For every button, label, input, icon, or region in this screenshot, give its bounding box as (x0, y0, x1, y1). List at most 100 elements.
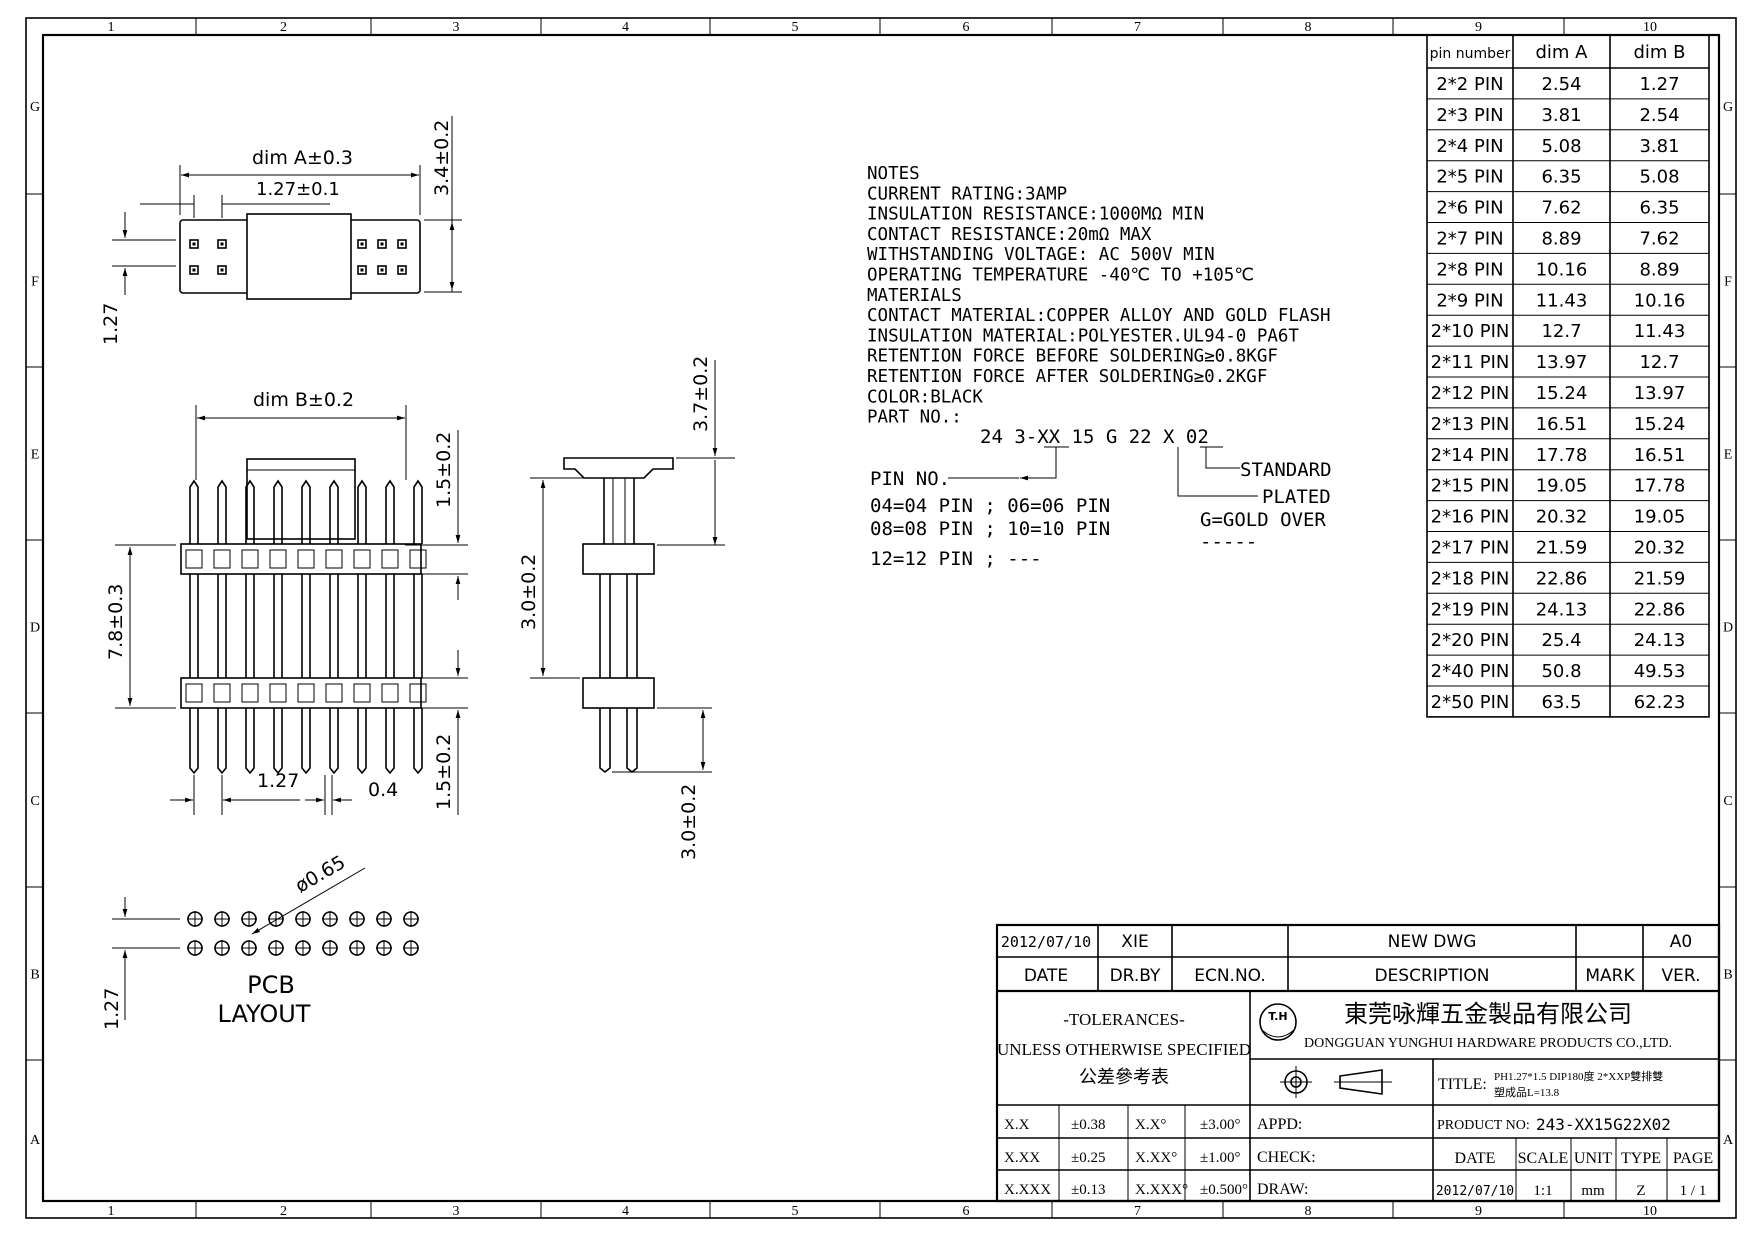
pcb-layout: 1.27 ø0.65 PCB LAYOUT (101, 851, 419, 1030)
side-bottom-height-label: 3.0±0.2 (678, 784, 700, 860)
dim-table-cell: 20.32 (1536, 507, 1588, 528)
tolerance-cell: ±0.500° (1200, 1182, 1248, 1198)
dim-table-cell: 8.89 (1639, 259, 1679, 280)
dim-table-cell: 2*5 PIN (1436, 167, 1503, 188)
frame-col-label-bottom: 1 (108, 1204, 115, 1219)
dim-table-cell: 5.08 (1541, 136, 1581, 157)
top-row-pitch-label: 1.27 (100, 303, 122, 345)
note-line: NOTES (867, 164, 920, 184)
dim-table-cell: 12.7 (1639, 352, 1679, 373)
dim-table-header: dim B (1633, 42, 1685, 63)
frame-row-label-left: C (30, 794, 39, 809)
dim-table-cell: 2*19 PIN (1431, 599, 1510, 620)
frame-col-label-top: 1 (108, 20, 115, 35)
dim-table-cell: 62.23 (1634, 692, 1686, 713)
pin-option-3: 12=12 PIN ; --- (870, 548, 1042, 570)
dim-table-header: dim A (1536, 42, 1589, 63)
top-pitch-label: 1.27±0.1 (256, 179, 340, 200)
footer-date-value: 2012/07/10 (1436, 1184, 1514, 1199)
dim-table-cell: 3.81 (1639, 136, 1679, 157)
part-code: 24 3-XX 15 G 22 X 02 (980, 426, 1209, 448)
dim-table-cell: 2*15 PIN (1431, 476, 1510, 497)
dim-table-cell: 2*13 PIN (1431, 414, 1510, 435)
appd-label: APPD: (1257, 1116, 1302, 1133)
title-label: TITLE: (1438, 1076, 1487, 1093)
product-no: 243-XX15G22X02 (1536, 1115, 1671, 1134)
pcb-title-1: PCB (247, 971, 295, 999)
dim-table-cell: 15.24 (1634, 414, 1686, 435)
note-line: CURRENT RATING:3AMP (867, 184, 1067, 204)
dim-table-cell: 1.27 (1639, 74, 1679, 95)
header-date: DATE (1024, 966, 1068, 986)
tolerances-subtitle: UNLESS OTHERWISE SPECIFIED (997, 1040, 1251, 1059)
dim-table-cell: 11.43 (1634, 321, 1686, 342)
frame-col-label-bottom: 7 (1134, 1204, 1141, 1219)
frame-row-label-left: D (30, 621, 40, 636)
frame-row-label-left: G (30, 100, 40, 115)
dim-table-cell: 2*18 PIN (1431, 568, 1510, 589)
note-line: INSULATION MATERIAL:POLYESTER.UL94-0 PA6… (867, 326, 1299, 346)
dim-table-cell: 10.16 (1536, 259, 1588, 280)
bottom-pitch-label: 1.27 (257, 770, 299, 792)
dim-table-header: pin number (1430, 46, 1511, 62)
product-no-label: PRODUCT NO: (1437, 1118, 1530, 1133)
footer-type-label: TYPE (1621, 1150, 1661, 1167)
frame-col-label-bottom: 4 (622, 1204, 629, 1219)
frame-col-label-bottom: 10 (1643, 1204, 1657, 1219)
frame-col-label-bottom: 2 (280, 1204, 287, 1219)
frame-col-label-bottom: 5 (792, 1204, 799, 1219)
footer-unit-value: mm (1581, 1183, 1605, 1199)
body-spacing-label: 7.8±0.3 (105, 584, 127, 660)
dim-table-cell: 15.24 (1536, 383, 1588, 404)
company-logo: T.H (1259, 1003, 1297, 1041)
dim-table-cell: 19.05 (1634, 507, 1686, 528)
front-view: dim B±0.2 7.8±0.3 1.5±0.2 1.5±0.2 1.27 0… (105, 389, 468, 815)
gold-dashes: ----- (1200, 531, 1257, 553)
frame-col-label-bottom: 8 (1305, 1204, 1312, 1219)
dim-table-cell: 2*2 PIN (1436, 74, 1503, 95)
dim-table-cell: 2*20 PIN (1431, 630, 1510, 651)
frame-row-label-right: D (1723, 621, 1733, 636)
dim-table-cell: 6.35 (1541, 167, 1581, 188)
frame-col-label-top: 2 (280, 20, 287, 35)
dim-table-cell: 2*6 PIN (1436, 198, 1503, 219)
dim-table-cell: 5.08 (1639, 167, 1679, 188)
frame-row-label-left: B (30, 968, 39, 983)
company-name-en: DONGGUAN YUNGHUI HARDWARE PRODUCTS CO.,L… (1304, 1036, 1672, 1051)
footer-date-label: DATE (1455, 1150, 1496, 1167)
plated-label: PLATED (1262, 486, 1331, 508)
dim-table-cell: 17.78 (1634, 476, 1686, 497)
frame-row-label-left: E (31, 448, 40, 463)
tolerance-cell: X.XX (1004, 1150, 1040, 1166)
dim-table-cell: 49.53 (1634, 661, 1686, 682)
dim-table-cell: 19.05 (1536, 476, 1588, 497)
dim-table-cell: 7.62 (1541, 198, 1581, 219)
dim-table-cell: 7.62 (1639, 229, 1679, 250)
tolerance-cell: X.X (1004, 1117, 1030, 1133)
frame-col-label-top: 7 (1134, 20, 1141, 35)
note-line: WITHSTANDING VOLTAGE: AC 500V MIN (867, 245, 1215, 265)
note-line: COLOR:BLACK (867, 387, 983, 407)
tolerance-cell: ±3.00° (1200, 1117, 1240, 1133)
tolerance-cell: ±0.25 (1071, 1150, 1105, 1166)
footer-type-value: Z (1636, 1183, 1645, 1199)
lower-pin-label: 1.5±0.2 (433, 734, 455, 810)
footer-scale-value: 1:1 (1533, 1183, 1552, 1199)
header-version: VER. (1662, 966, 1701, 986)
footer-scale-label: SCALE (1518, 1150, 1569, 1167)
rev-date: 2012/07/10 (1001, 933, 1091, 951)
dim-table-cell: 2*8 PIN (1436, 259, 1503, 280)
dim-table-cell: 2*10 PIN (1431, 321, 1510, 342)
dim-table-cell: 12.7 (1541, 321, 1581, 342)
frame-col-label-top: 8 (1305, 20, 1312, 35)
company-name-cn: 東莞咏輝五金製品有限公司 (1344, 1001, 1632, 1028)
dim-table-cell: 2*9 PIN (1436, 290, 1503, 311)
side-top-height-label: 3.7±0.2 (690, 356, 712, 432)
note-line: CONTACT RESISTANCE:20mΩ MAX (867, 225, 1152, 245)
frame-col-label-bottom: 9 (1475, 1204, 1482, 1219)
frame-row-label-right: A (1723, 1133, 1734, 1148)
standard-label: STANDARD (1240, 459, 1332, 481)
